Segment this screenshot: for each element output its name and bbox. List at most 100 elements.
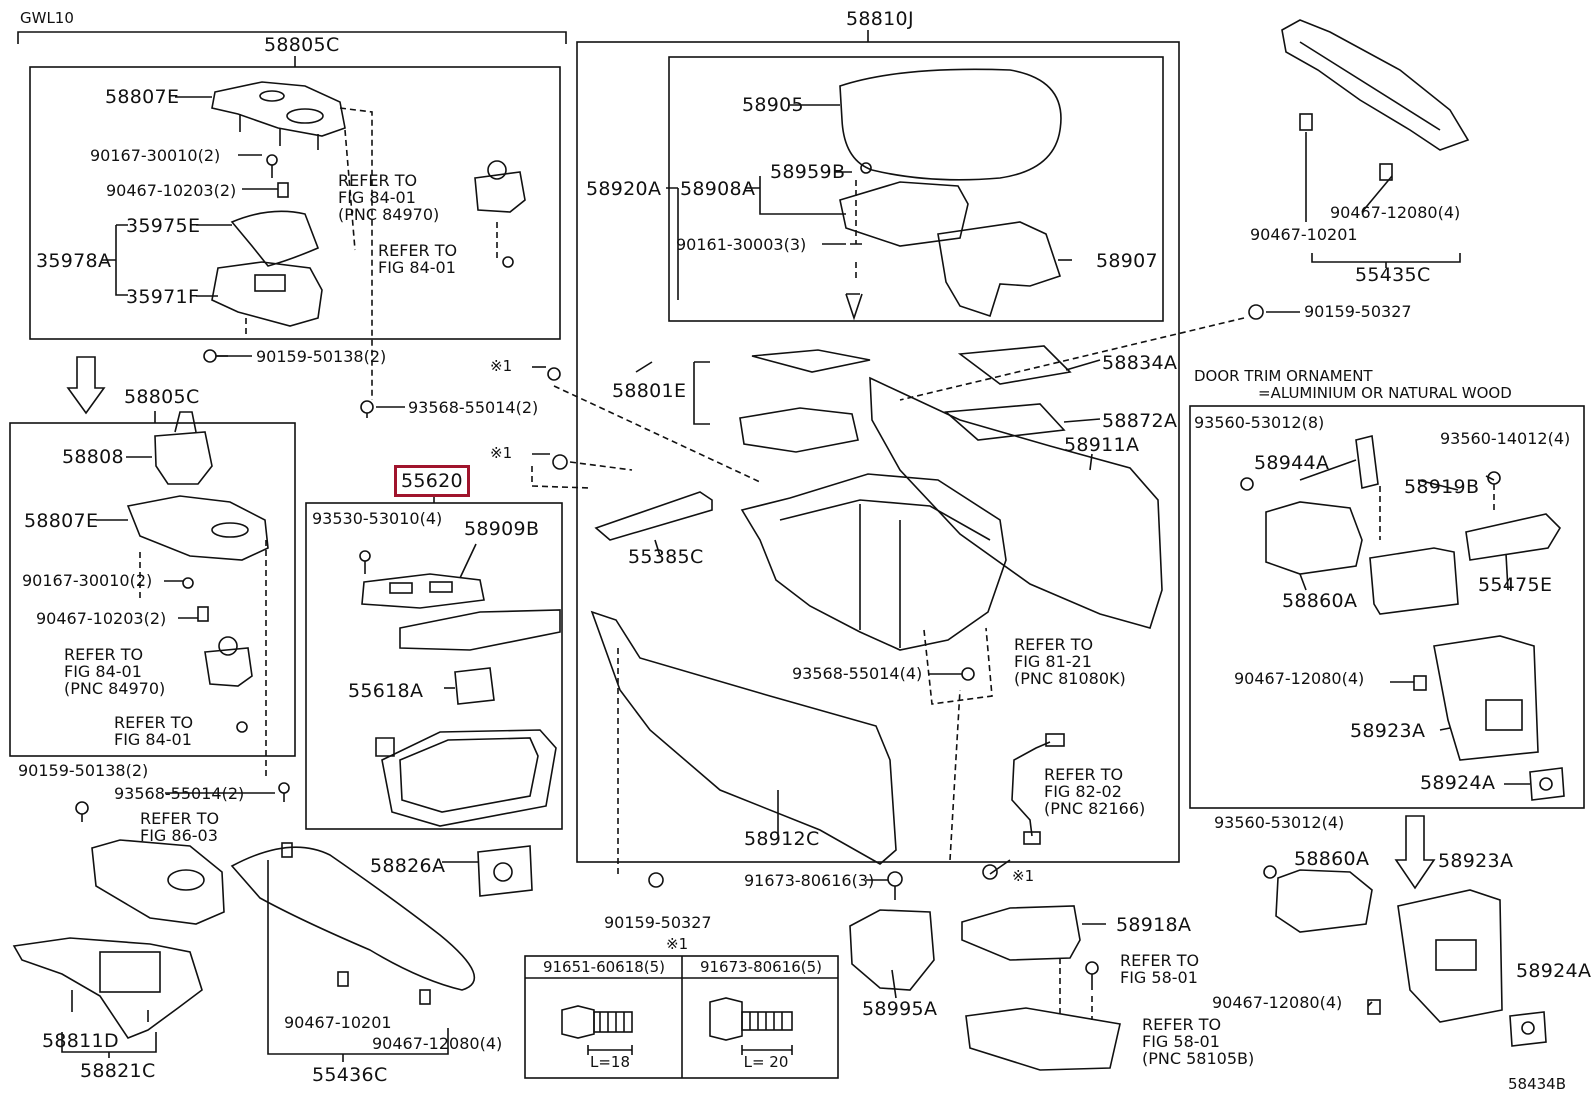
bracket-35971f-part bbox=[211, 261, 323, 327]
part-label[interactable]: 91673-80616(3) bbox=[744, 871, 875, 890]
part-label[interactable]: 90467-10201 bbox=[284, 1013, 392, 1032]
footnote-mark: ※1 bbox=[1012, 867, 1035, 885]
part-label[interactable]: 90467-12080(4) bbox=[1234, 669, 1365, 688]
part-label[interactable]: 90159-50138(2) bbox=[256, 347, 387, 366]
reference-note[interactable]: REFER TO FIG 84-01 bbox=[114, 713, 194, 749]
part-label[interactable]: 93530-53010(4) bbox=[312, 509, 443, 528]
vent-58860a-part bbox=[1265, 501, 1363, 575]
part-label[interactable]: 90467-12080(4) bbox=[1330, 203, 1461, 222]
group-label-55620-highlighted[interactable]: 55620 bbox=[394, 465, 470, 497]
tray-58801e-part bbox=[739, 407, 859, 453]
part-label[interactable]: 58807E bbox=[105, 86, 180, 108]
footnote-mark: ※1 bbox=[490, 444, 513, 462]
part-label[interactable]: 55475E bbox=[1478, 574, 1553, 596]
part-label[interactable]: 93560-53012(4) bbox=[1214, 813, 1345, 832]
cover-35975e-part bbox=[230, 210, 320, 267]
part-label[interactable]: 58834A bbox=[1102, 352, 1178, 374]
part-label[interactable]: 58826A bbox=[370, 855, 446, 877]
bolt-hex-icon bbox=[561, 1005, 595, 1039]
fastener-code-right[interactable]: 91673-80616(5) bbox=[699, 958, 823, 976]
box-58918a-part bbox=[961, 905, 1081, 961]
part-label[interactable]: 58807E bbox=[24, 510, 99, 532]
part-label[interactable]: 90467-12080(4) bbox=[1212, 993, 1343, 1012]
part-label[interactable]: 35971F bbox=[126, 286, 200, 308]
part-label[interactable]: 90167-30010(2) bbox=[22, 571, 153, 590]
fastener-code-left[interactable]: 91651-60618(5) bbox=[542, 958, 666, 976]
part-label[interactable]: 58944A bbox=[1254, 452, 1330, 474]
box-58805c-mid bbox=[9, 422, 296, 757]
holder-58909b-part bbox=[361, 573, 485, 609]
part-label[interactable]: 93560-53012(8) bbox=[1194, 413, 1325, 432]
part-label[interactable]: 58912C bbox=[744, 828, 820, 850]
part-label[interactable]: 58920A bbox=[586, 178, 662, 200]
part-label[interactable]: 58959B bbox=[770, 161, 846, 183]
part-label[interactable]: 55618A bbox=[348, 680, 424, 702]
base-plate-part bbox=[965, 1007, 1121, 1071]
figure-code: 58434B bbox=[1508, 1075, 1567, 1093]
box-55620 bbox=[305, 502, 563, 830]
part-label[interactable]: 58995A bbox=[862, 998, 938, 1020]
part-label[interactable]: 58821C bbox=[80, 1060, 156, 1082]
part-label[interactable]: 58924A bbox=[1516, 960, 1592, 982]
ornament-55475e-part bbox=[1465, 513, 1562, 561]
arrow-down-icon bbox=[1394, 815, 1436, 890]
part-label[interactable]: 90467-10201 bbox=[1250, 225, 1358, 244]
reference-note[interactable]: REFER TO FIG 84-01 (PNC 84970) bbox=[64, 645, 166, 698]
reference-note[interactable]: REFER TO FIG 84-01 bbox=[378, 241, 458, 277]
part-label[interactable]: 90467-12080(4) bbox=[372, 1034, 503, 1053]
part-label[interactable]: 90159-50327 bbox=[1304, 302, 1412, 321]
part-label[interactable]: 58860A bbox=[1282, 590, 1358, 612]
cup-tray-part bbox=[381, 729, 557, 827]
part-label[interactable]: 90167-30010(2) bbox=[90, 146, 221, 165]
part-label[interactable]: 58808 bbox=[62, 446, 124, 468]
part-label[interactable]: 58872A bbox=[1102, 410, 1178, 432]
reference-note[interactable]: REFER TO FIG 82-02 (PNC 82166) bbox=[1044, 765, 1146, 818]
reference-note[interactable]: REFER TO FIG 58-01 bbox=[1120, 951, 1200, 987]
part-label[interactable]: 58918A bbox=[1116, 914, 1192, 936]
fastener-length-left: L=18 bbox=[589, 1053, 630, 1071]
reference-note[interactable]: REFER TO FIG 58-01 (PNC 58105B) bbox=[1142, 1015, 1255, 1068]
part-label[interactable]: 58923A bbox=[1350, 720, 1426, 742]
part-label[interactable]: 58909B bbox=[464, 518, 540, 540]
part-label[interactable]: 35978A bbox=[36, 250, 112, 272]
part-label[interactable]: 90161-30003(3) bbox=[676, 235, 807, 254]
part-label[interactable]: 93568-55014(4) bbox=[792, 664, 923, 683]
part-label[interactable]: 58911A bbox=[1064, 434, 1140, 456]
part-label[interactable]: 93568-55014(2) bbox=[408, 398, 539, 417]
group-label-58805c: 58805C bbox=[124, 386, 200, 408]
group-label-58805c: 58805C bbox=[264, 34, 340, 56]
vent-55435c-part bbox=[1281, 19, 1470, 151]
part-label[interactable]: 58908A bbox=[680, 178, 756, 200]
reference-note[interactable]: REFER TO FIG 81-21 (PNC 81080K) bbox=[1014, 635, 1126, 688]
clip-58944a-part bbox=[1355, 435, 1379, 489]
side-panel-58911a-part bbox=[869, 376, 1163, 629]
mat-58872a-part bbox=[944, 403, 1066, 441]
part-label[interactable]: 58801E bbox=[612, 380, 687, 402]
reference-note[interactable]: REFER TO FIG 84-01 (PNC 84970) bbox=[338, 171, 440, 224]
part-label[interactable]: 90467-10203(2) bbox=[36, 609, 167, 628]
footnote-mark: ※1 bbox=[666, 935, 689, 953]
part-label[interactable]: 58811D bbox=[42, 1030, 119, 1052]
part-label[interactable]: 90467-10203(2) bbox=[106, 181, 237, 200]
group-label-58810j: 58810J bbox=[846, 8, 914, 30]
switch-connector-part bbox=[474, 171, 526, 213]
part-label[interactable]: 58860A bbox=[1294, 848, 1370, 870]
part-label[interactable]: 58924A bbox=[1420, 772, 1496, 794]
part-label[interactable]: 90159-50327 bbox=[604, 913, 712, 932]
reference-note[interactable]: REFER TO FIG 86-03 bbox=[140, 809, 220, 845]
part-label[interactable]: 58919B bbox=[1404, 476, 1480, 498]
door-trim-subtitle: =ALUMINIUM OR NATURAL WOOD bbox=[1258, 384, 1512, 402]
console-trim-58821c-part bbox=[12, 937, 203, 1039]
part-label[interactable]: 93568-55014(2) bbox=[114, 784, 245, 803]
bezel-58919b-part bbox=[1369, 547, 1459, 615]
part-label[interactable]: 35975E bbox=[126, 215, 201, 237]
part-label[interactable]: 90159-50138(2) bbox=[18, 761, 149, 780]
part-label[interactable]: 58905 bbox=[742, 94, 804, 116]
part-label[interactable]: 55436C bbox=[312, 1064, 388, 1086]
part-label[interactable]: 93560-14012(4) bbox=[1440, 429, 1571, 448]
part-label[interactable]: 55385C bbox=[628, 546, 704, 568]
part-label[interactable]: 58907 bbox=[1096, 250, 1158, 272]
part-label[interactable]: 58923A bbox=[1438, 850, 1514, 872]
bracket-55385c-part bbox=[594, 491, 713, 541]
